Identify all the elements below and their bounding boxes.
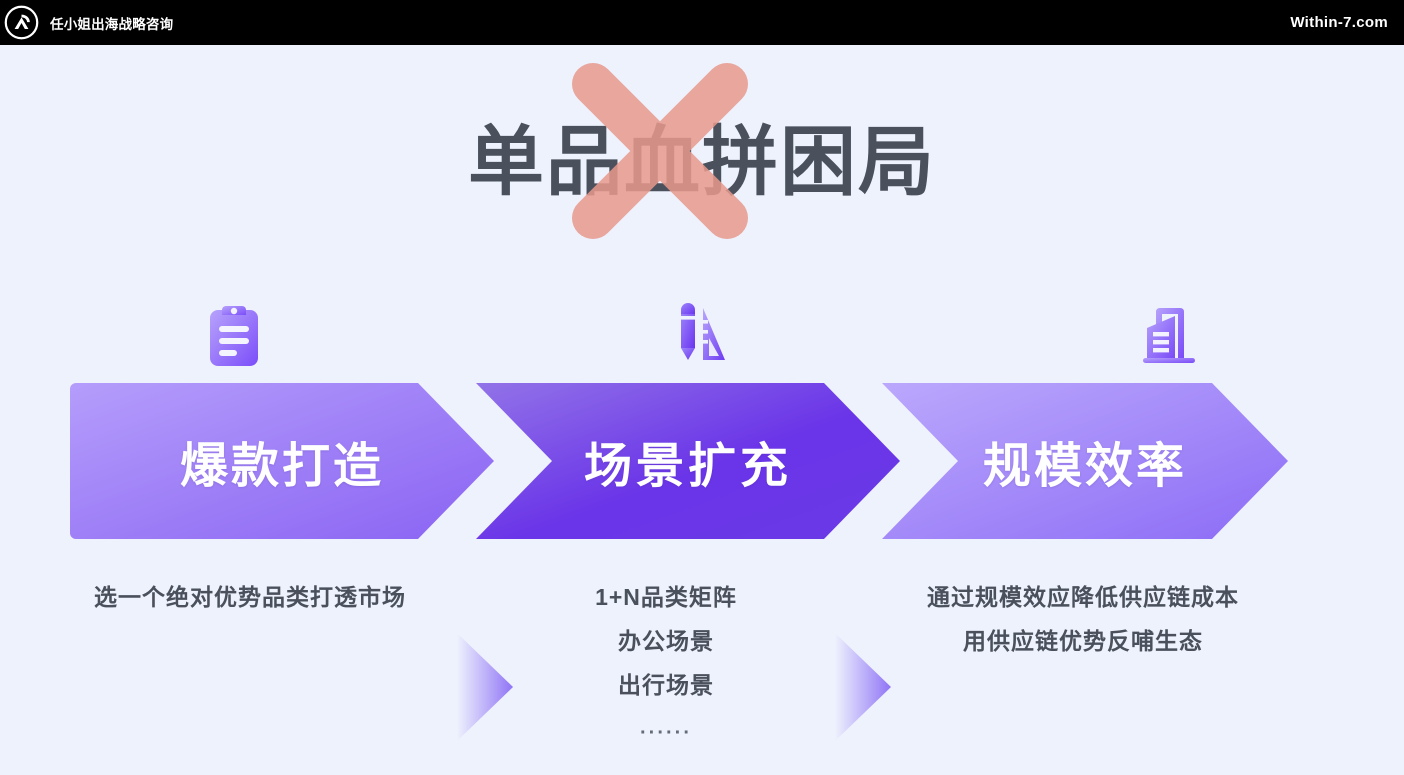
flow-arrow-2-icon [833,633,897,741]
stage-chevron-band: 爆款打造 场景扩充 [0,383,1404,539]
icon-cell-3 [936,295,1404,375]
site-url: Within-7.com [1290,14,1388,31]
stage-chevron-2[interactable]: 场景扩充 [476,383,900,539]
caption-line: 1+N品类矩阵 [595,584,737,610]
clipboard-icon [206,302,262,368]
icon-cell-1 [0,295,468,375]
stage-icon-row [0,295,1404,375]
stage-chevron-1[interactable]: 爆款打造 [70,383,494,539]
caption-line: 用供应链优势反哺生态 [963,628,1203,654]
slide-canvas: 单品血拼困局 [0,45,1404,772]
page-title: 单品血拼困局 [468,120,936,205]
stage-label-1: 爆款打造 [179,440,384,493]
caption-column-1: 选一个绝对优势品类打透市场 [36,575,464,619]
icon-cell-2 [468,295,936,375]
factory-building-icon [1139,302,1201,368]
caption-line: 通过规模效应降低供应链成本 [927,584,1239,610]
stage-chevron-3[interactable]: 规模效率 [882,383,1288,539]
caption-line: 办公场景 [618,628,714,654]
stage-label-2: 场景扩充 [583,440,792,493]
circular-arrow-logo-icon [3,4,40,41]
caption-column-3: 通过规模效应降低供应链成本 用供应链优势反哺生态 [880,575,1286,663]
stage-label-3: 规模效率 [982,440,1187,493]
caption-line: 出行场景 [618,672,714,698]
flow-arrow-1-icon [455,633,519,741]
caption-column-2: 1+N品类矩阵 办公场景 出行场景 ······ [520,575,812,755]
top-bar: 任小姐出海战略咨询 Within-7.com [0,0,1404,45]
caption-row: 选一个绝对优势品类打透市场 1+N品类矩阵 办公场景 出行场景 ······ 通… [0,575,1404,775]
brand-name: 任小姐出海战略咨询 [50,16,174,32]
brand-block: 任小姐出海战略咨询 [0,4,173,41]
caption-line: 选一个绝对优势品类打透市场 [94,584,406,610]
caption-ellipsis: ······ [640,722,692,744]
pencil-ruler-icon [673,302,731,368]
headline-area: 单品血拼困局 [0,63,1404,295]
